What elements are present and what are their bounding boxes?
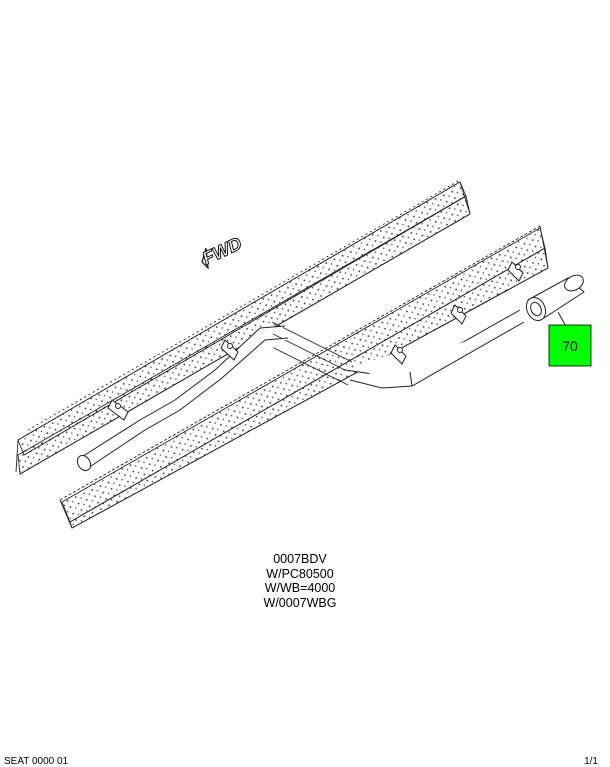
lower-frame-rail xyxy=(59,225,549,529)
upper-frame-rail xyxy=(15,179,471,475)
footer-page: 1/1 xyxy=(584,756,598,767)
callout-number: 70 xyxy=(562,338,578,354)
forward-direction-indicator: FWD xyxy=(199,233,245,270)
caption-line: W/WB=4000 xyxy=(264,581,336,595)
pipe-clamps xyxy=(107,261,524,421)
forward-arrow-icon xyxy=(201,247,209,270)
tailpipe xyxy=(525,274,585,331)
crossmember xyxy=(264,321,353,386)
footer-reference: SEAT 0000 01 xyxy=(4,756,69,767)
caption-line: W/PC80500 xyxy=(266,566,334,581)
caption-line: 0007BDV xyxy=(273,552,327,566)
callout-box[interactable] xyxy=(548,324,592,367)
fwd-label: FWD xyxy=(199,233,245,268)
caption-line: W/0007WBG xyxy=(263,595,337,610)
callout-70[interactable]: 70 xyxy=(548,324,592,367)
option-codes-caption: 0007BDV W/PC80500 W/WB=4000 W/0007WBG xyxy=(200,552,400,610)
